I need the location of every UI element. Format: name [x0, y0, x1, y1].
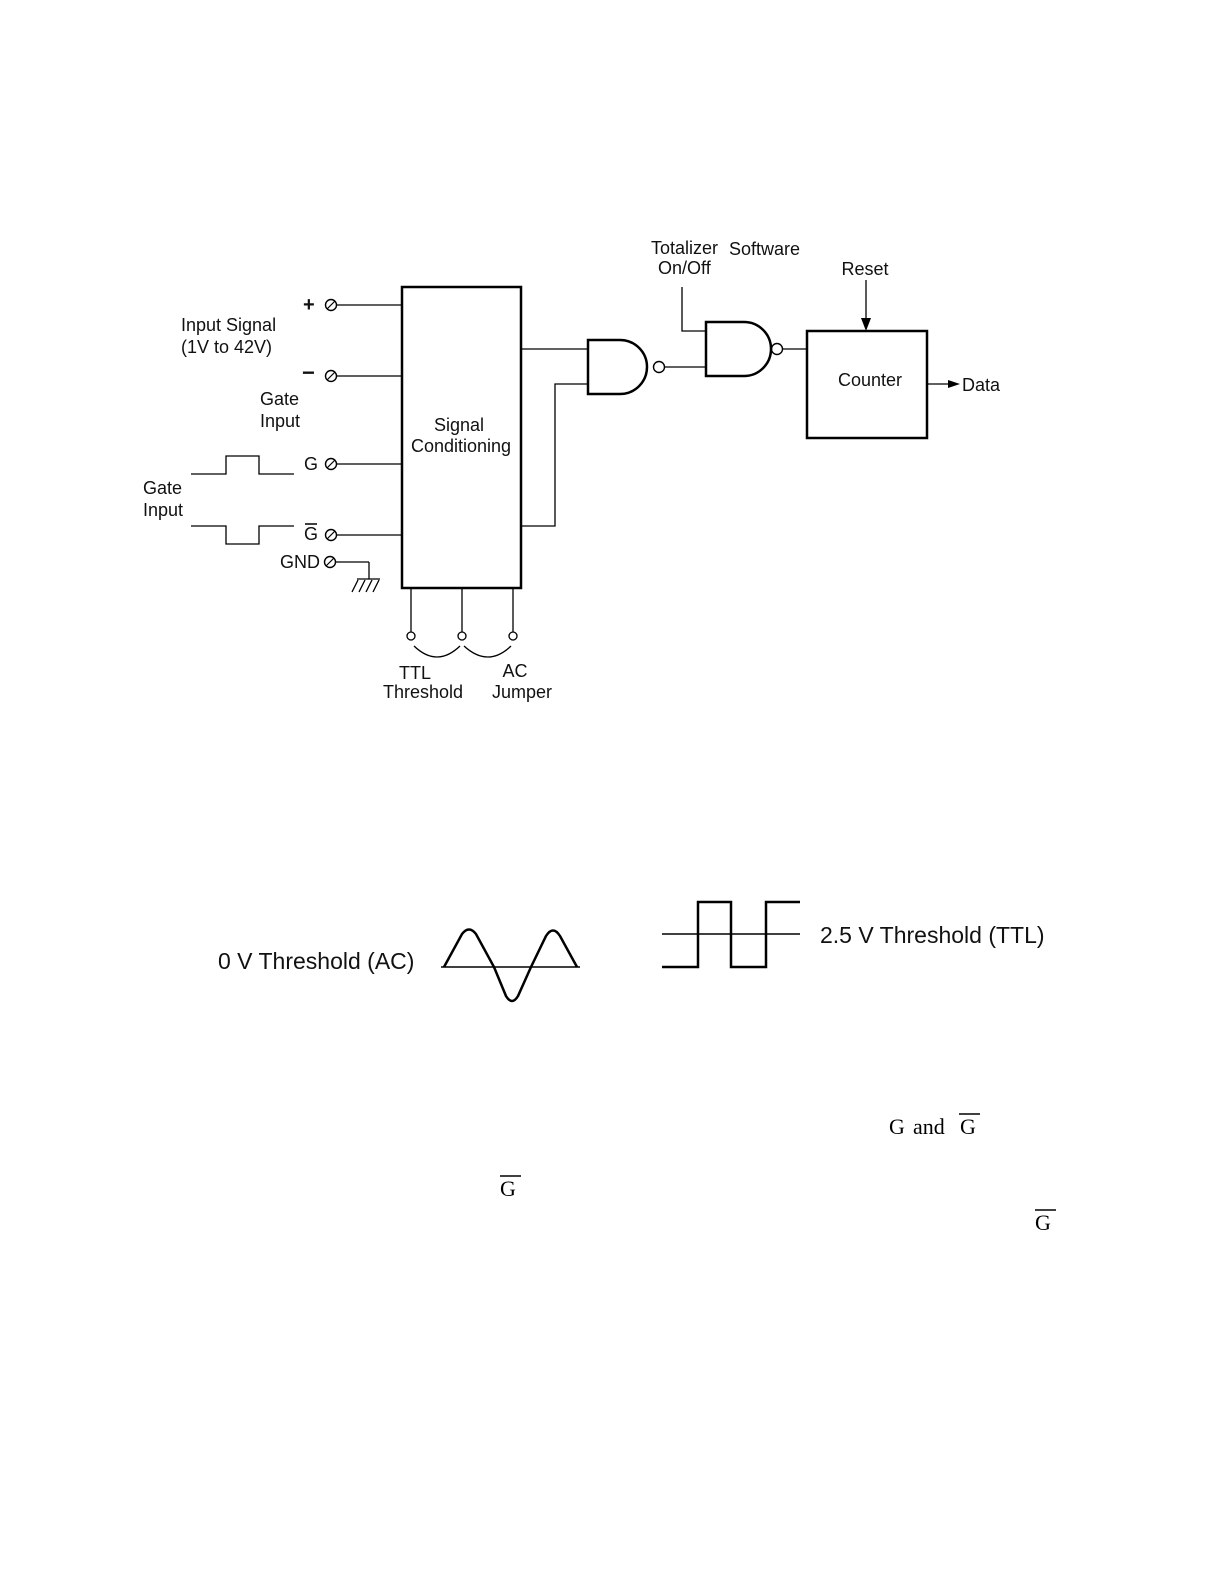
gate-input-left-label: Gate: [143, 478, 182, 498]
terminal-screw-g-bar: [326, 530, 337, 541]
g-bar-text-2-group: G: [1035, 1210, 1056, 1235]
gate-input-upper-label: Gate: [260, 389, 299, 409]
nand-gate-2: [706, 322, 783, 376]
signal-conditioning-label-2: Conditioning: [411, 436, 511, 456]
sine-wave-icon: [441, 930, 580, 1002]
counter-label: Counter: [838, 370, 902, 390]
ac-threshold-label: 0 V Threshold (AC): [218, 948, 414, 974]
g-bar-terminal-label: G: [304, 524, 318, 544]
g-bar-text: G: [960, 1114, 976, 1139]
minus-terminal-label: −: [302, 360, 315, 385]
g-text: G: [889, 1114, 905, 1139]
reset-label: Reset: [841, 259, 888, 279]
gate-input-left-label-2: Input: [143, 500, 183, 520]
conditioning-output-wires: [521, 349, 588, 526]
data-label: Data: [962, 375, 1001, 395]
g-and-g-bar-text: G and G: [889, 1114, 980, 1139]
square-wave-icon: [662, 902, 800, 967]
totalizer-on-off-label: On/Off: [658, 258, 712, 278]
gate-input-upper-label-2: Input: [260, 411, 300, 431]
terminal-screw-gnd: [325, 557, 336, 568]
terminal-wires: [337, 305, 402, 535]
g-bar-text-2: G: [1035, 1210, 1051, 1235]
g-bar-text-1: G: [500, 1176, 516, 1201]
gate-pulse-upper-icon: [191, 456, 294, 474]
gnd-terminal-label: GND: [280, 552, 320, 572]
signal-conditioning-label: Signal: [434, 415, 484, 435]
terminal-screw-g: [326, 459, 337, 470]
ac-jumper-label-2: Jumper: [492, 682, 552, 702]
input-signal-label: Input Signal: [181, 315, 276, 335]
g-terminal-label: G: [304, 454, 318, 474]
reset-arrow-icon: [861, 318, 871, 331]
g-bar-text-1-group: G: [500, 1176, 521, 1201]
nand-gate-1: [588, 340, 665, 394]
ac-jumper-label: AC: [502, 661, 527, 681]
plus-terminal-label: +: [303, 294, 315, 316]
ttl-threshold-label-2: Threshold: [383, 682, 463, 702]
ground-icon: [336, 562, 380, 592]
terminal-screw-minus: [326, 371, 337, 382]
software-label: Software: [729, 239, 800, 259]
jumper-pins: [407, 588, 517, 657]
input-signal-range-label: (1V to 42V): [181, 337, 272, 357]
ttl-threshold-label: TTL: [399, 663, 431, 683]
data-arrow-icon: [948, 380, 960, 388]
terminal-screw-plus: [326, 300, 337, 311]
gate-pulse-lower-icon: [191, 526, 294, 544]
ttl-threshold-caption: 2.5 V Threshold (TTL): [820, 922, 1045, 948]
and-text: and: [913, 1114, 945, 1139]
totalizer-label: Totalizer: [651, 238, 718, 258]
